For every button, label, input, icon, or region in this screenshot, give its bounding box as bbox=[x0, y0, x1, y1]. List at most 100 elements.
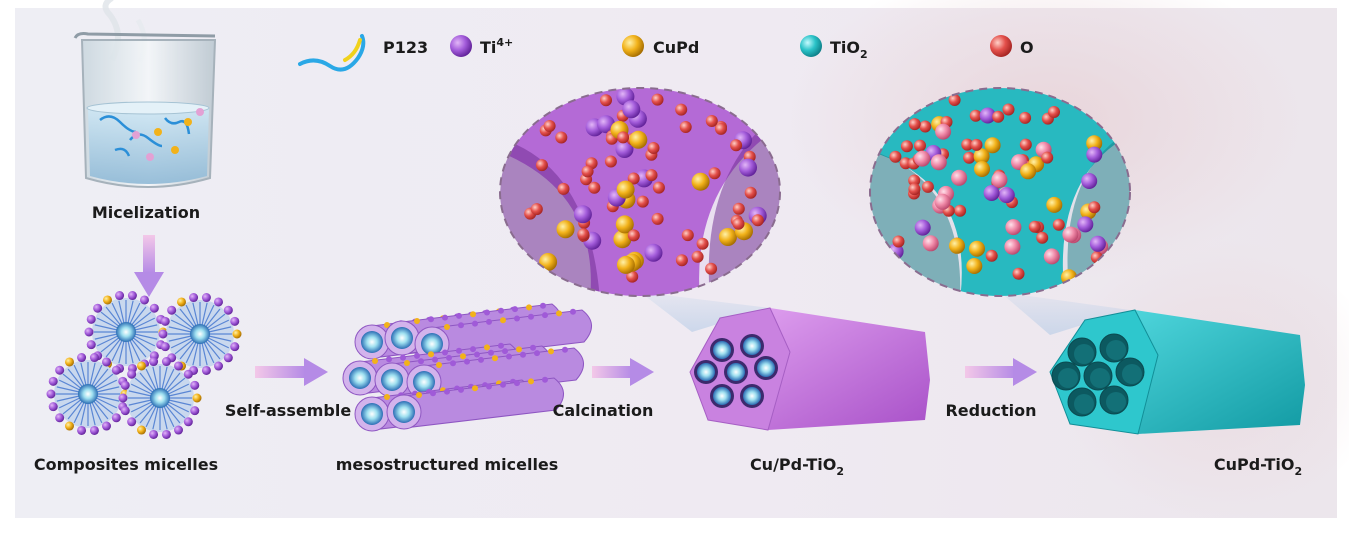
legend-o-label: O bbox=[1020, 38, 1034, 57]
micelle-bead bbox=[161, 357, 171, 367]
atom bbox=[954, 204, 967, 217]
micelle-bead bbox=[192, 393, 202, 403]
atom bbox=[984, 137, 1001, 154]
atom bbox=[991, 171, 1008, 188]
arrow-right-icon bbox=[965, 358, 1037, 386]
atom bbox=[1012, 267, 1025, 280]
micelle-bead bbox=[65, 421, 74, 431]
micelle-bead bbox=[201, 293, 211, 303]
pore-micelle bbox=[743, 337, 761, 355]
atom bbox=[1052, 218, 1065, 231]
arrow-right-icon bbox=[592, 358, 654, 386]
atom bbox=[921, 180, 934, 193]
micelle-bead bbox=[86, 314, 96, 324]
atom bbox=[979, 107, 996, 124]
atom bbox=[914, 219, 931, 236]
atom bbox=[908, 183, 921, 196]
atom bbox=[681, 229, 694, 242]
micelle-bead bbox=[161, 429, 171, 439]
atom bbox=[645, 169, 658, 182]
atom bbox=[627, 229, 640, 242]
atom bbox=[1046, 196, 1063, 213]
zoom-cone bbox=[1000, 292, 1130, 335]
micelle-bead bbox=[160, 316, 170, 326]
micelle-bead bbox=[77, 353, 87, 363]
atom bbox=[985, 249, 998, 262]
micelle-bead bbox=[149, 357, 159, 367]
atom bbox=[696, 237, 709, 250]
atom bbox=[1019, 111, 1032, 124]
micelle-bead bbox=[230, 342, 240, 352]
atom bbox=[1036, 231, 1049, 244]
beaker-illustration bbox=[73, 0, 217, 188]
atom bbox=[675, 103, 688, 116]
micelle-bead bbox=[230, 316, 240, 326]
micelle-bead bbox=[120, 406, 130, 416]
micelle-bead bbox=[89, 353, 99, 363]
micelle-rod bbox=[386, 376, 564, 430]
atom bbox=[636, 195, 649, 208]
zoom-bubble-cupd-tio2 bbox=[869, 87, 1131, 297]
atom bbox=[652, 181, 665, 194]
atom bbox=[597, 115, 615, 134]
atom bbox=[581, 165, 594, 178]
atom bbox=[647, 142, 660, 154]
micelle-bead bbox=[127, 417, 137, 427]
atom bbox=[969, 240, 985, 257]
atom bbox=[705, 115, 718, 127]
micelle-bead bbox=[120, 380, 130, 390]
atom bbox=[998, 187, 1015, 204]
micelle-bead bbox=[89, 425, 99, 435]
mesostructured-micelles-label: mesostructured micelles bbox=[336, 455, 559, 474]
atom bbox=[691, 250, 704, 263]
atom bbox=[616, 255, 635, 274]
atom bbox=[983, 185, 1000, 201]
micelle-bead bbox=[214, 361, 223, 371]
atom bbox=[626, 270, 639, 283]
atom bbox=[966, 258, 983, 274]
atom bbox=[691, 172, 710, 191]
pore-inner bbox=[1090, 368, 1110, 388]
atom bbox=[744, 186, 757, 199]
atom bbox=[604, 155, 617, 168]
pore-inner bbox=[1122, 364, 1142, 384]
cupd-atom-icon bbox=[622, 35, 644, 57]
atom bbox=[732, 217, 745, 230]
atom bbox=[543, 120, 556, 132]
legend-tio2-label: TiO2 bbox=[830, 38, 868, 61]
micelle-bead bbox=[111, 365, 121, 375]
pore-inner bbox=[1058, 368, 1078, 388]
atom bbox=[577, 228, 590, 241]
micelle-bead bbox=[183, 417, 193, 427]
micelle-bead bbox=[111, 413, 121, 423]
atom bbox=[974, 161, 990, 177]
micelle-bead bbox=[137, 361, 146, 371]
micelle-bead bbox=[65, 357, 74, 367]
micelle-bead bbox=[232, 329, 242, 339]
atom bbox=[1048, 106, 1060, 118]
atom bbox=[629, 130, 648, 149]
atom bbox=[889, 150, 902, 163]
atom bbox=[530, 203, 543, 216]
pore-micelle bbox=[697, 363, 715, 381]
atom bbox=[679, 121, 692, 133]
arrow-right-icon bbox=[255, 358, 328, 386]
atom bbox=[588, 181, 601, 194]
atom bbox=[935, 123, 952, 140]
atom bbox=[1062, 226, 1079, 243]
legend: P123 Ti4+ CuPd TiO2 O bbox=[298, 34, 1034, 72]
cu-pd-tio2-label: Cu/Pd-TiO2 bbox=[750, 455, 844, 478]
atom bbox=[922, 235, 939, 252]
micelle-bead bbox=[158, 329, 168, 339]
atom bbox=[705, 262, 718, 275]
micelle bbox=[158, 293, 242, 375]
cupd-tio2-label: CuPd-TiO2 bbox=[1214, 455, 1302, 478]
micelle-bead bbox=[46, 389, 56, 399]
atom bbox=[908, 118, 921, 131]
arrow-down-icon bbox=[134, 235, 164, 297]
atom bbox=[1088, 201, 1101, 214]
atom bbox=[651, 212, 664, 225]
atom bbox=[739, 158, 757, 177]
pore-micelle bbox=[757, 359, 775, 377]
oxygen-atom-icon bbox=[990, 35, 1012, 57]
